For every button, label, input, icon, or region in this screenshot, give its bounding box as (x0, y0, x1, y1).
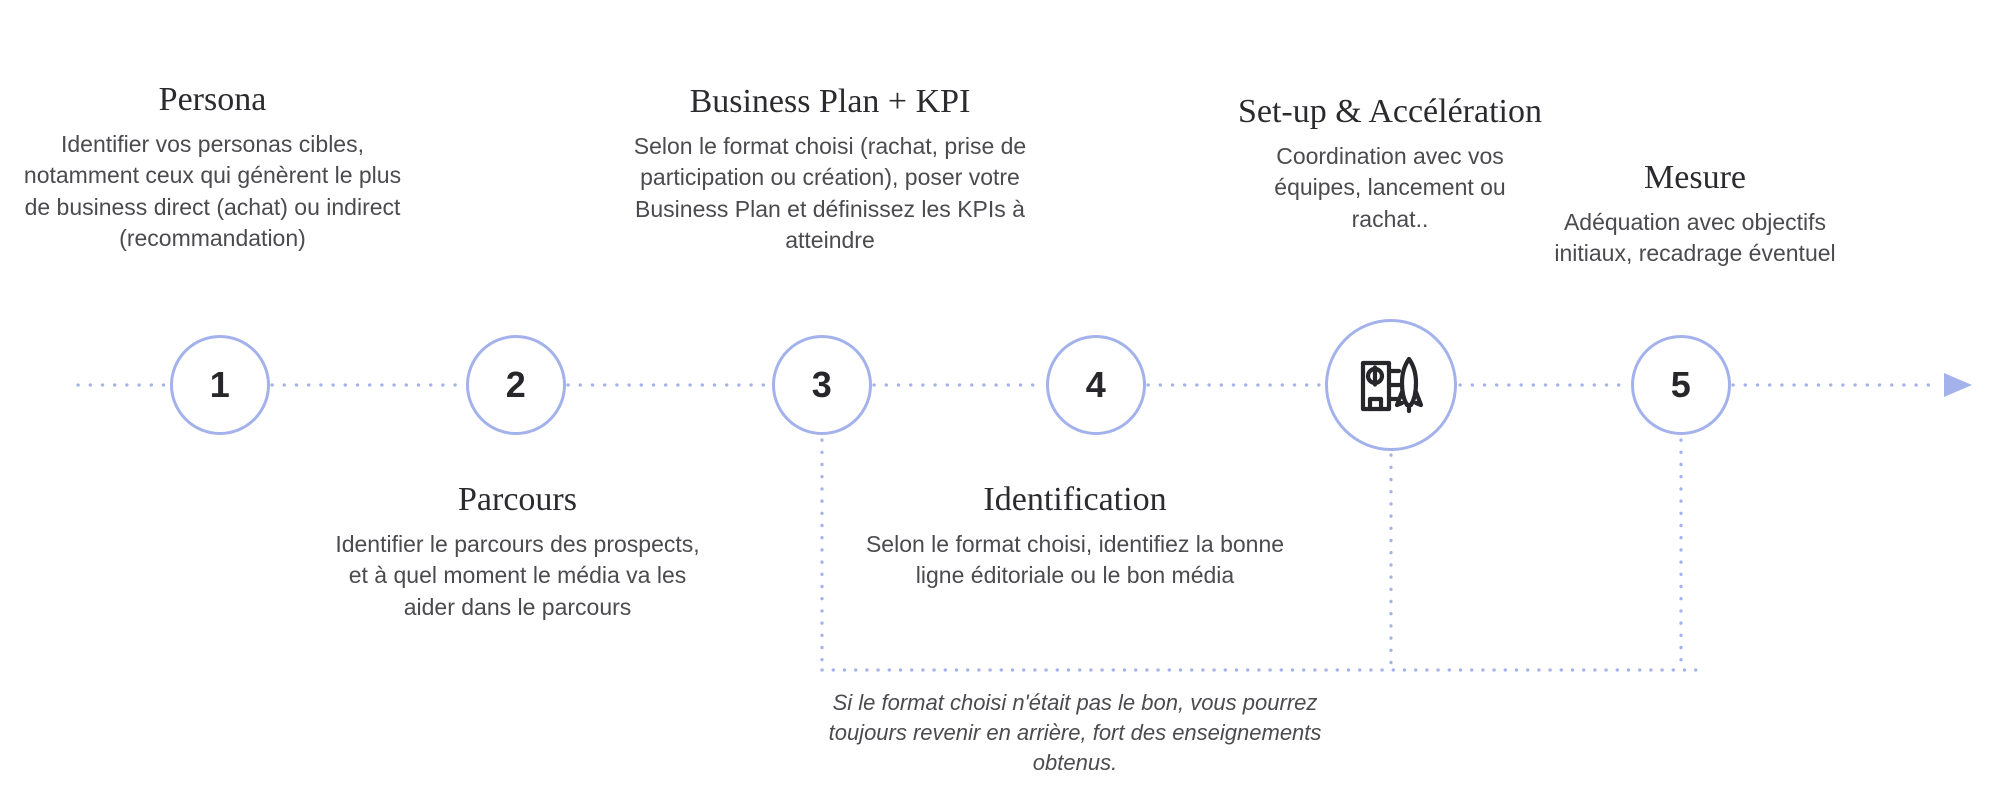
step-body-parcours: Identifier le parcours des prospects, et… (335, 531, 700, 620)
timeline-node-4-label: 4 (1085, 364, 1107, 405)
feedback-footnote-text: Si le format choisi n'était pas le bon, … (828, 690, 1322, 775)
step-body-business-plan-kpi: Selon le format choisi (rachat, prise de… (633, 133, 1027, 253)
timeline-node-2-label: 2 (505, 364, 527, 405)
step-title-identification: Identification (983, 481, 1167, 518)
step-block-business-plan-kpi: Business Plan + KPI Selon le format choi… (595, 82, 1065, 256)
timeline-node-2[interactable]: 2 (466, 335, 566, 435)
step-block-set-up-acceleration: Set-up & Accélération Coordination avec … (1195, 92, 1585, 235)
feedback-footnote: Si le format choisi n'était pas le bon, … (805, 688, 1345, 778)
step-block-parcours: Parcours Identifier le parcours des pros… (335, 480, 700, 623)
timeline-node-1-label: 1 (209, 364, 231, 405)
step-title-mesure: Mesure (1644, 159, 1746, 196)
step-title-business-plan-kpi: Business Plan + KPI (689, 83, 971, 120)
timeline-node-4[interactable]: 4 (1046, 335, 1146, 435)
step-block-persona: Persona Identifier vos personas cibles, … (20, 80, 405, 254)
timeline-node-3-label: 3 (811, 364, 833, 405)
timeline-node-6-label: 5 (1670, 364, 1692, 405)
step-title-parcours: Parcours (458, 481, 577, 518)
building-rocket-icon (1353, 347, 1429, 423)
step-body-set-up-acceleration: Coordination avec vos équipes, lancement… (1274, 143, 1506, 232)
step-title-persona: Persona (158, 81, 267, 118)
timeline-node-5-icon[interactable] (1325, 319, 1457, 451)
step-title-set-up-acceleration: Set-up & Accélération (1237, 93, 1542, 130)
timeline-arrow-head (1944, 373, 1972, 397)
step-block-mesure: Mesure Adéquation avec objectifs initiau… (1545, 158, 1845, 270)
step-body-identification: Selon le format choisi, identifiez la bo… (865, 531, 1285, 589)
timeline-node-6[interactable]: 5 (1631, 335, 1731, 435)
timeline-node-3[interactable]: 3 (772, 335, 872, 435)
timeline-node-1[interactable]: 1 (170, 335, 270, 435)
step-body-persona: Identifier vos personas cibles, notammen… (23, 131, 402, 251)
step-block-identification: Identification Selon le format choisi, i… (840, 480, 1310, 592)
step-body-mesure: Adéquation avec objectifs initiaux, reca… (1554, 209, 1836, 267)
